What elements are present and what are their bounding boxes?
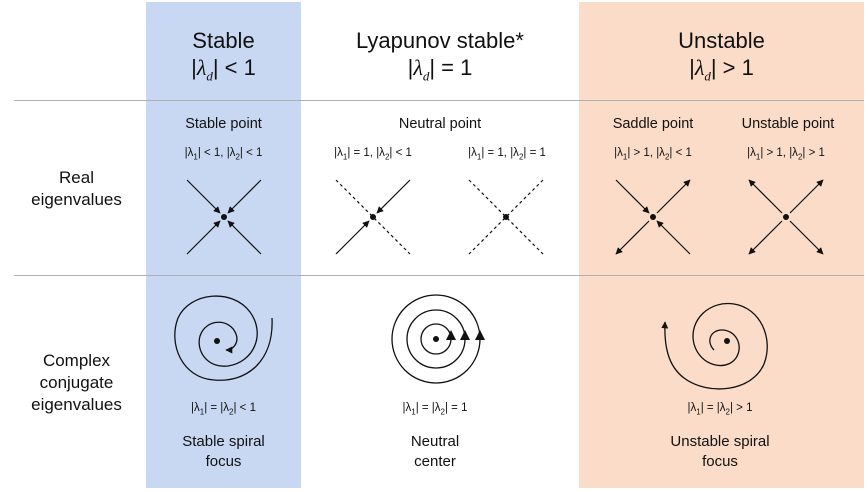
cond-neutral-a: |λ1| = 1, |λ2| < 1 <box>334 147 412 162</box>
cond-saddle-point: |λ1| > 1, |λ2| < 1 <box>614 147 692 162</box>
title-saddle-point: Saddle point <box>612 116 694 132</box>
row-divider <box>14 275 864 276</box>
stable-point-diagram <box>186 179 262 255</box>
header-lyapunov: Lyapunov stable* |λd| = 1 <box>320 27 560 89</box>
header-stable-title: Stable <box>192 28 255 53</box>
cond-stable-spiral: |λ1| = |λ2| < 1 <box>191 402 256 417</box>
title-neutral-point: Neutral point <box>398 116 482 132</box>
unstable-column-background <box>579 2 864 488</box>
cond-stable-point: |λ1| < 1, |λ2| < 1 <box>184 147 263 162</box>
unstable-spiral-diagram <box>661 302 768 390</box>
title-unstable-point: Unstable point <box>741 116 835 132</box>
cond-unstable-point: |λ1| > 1, |λ2| > 1 <box>747 147 825 162</box>
neutral-point-b-diagram <box>468 179 544 255</box>
neutral-point-a-diagram <box>335 179 411 255</box>
stable-spiral-diagram <box>174 295 273 381</box>
header-unstable: Unstable |λd| > 1 <box>579 27 864 89</box>
cond-unstable-spiral: |λ1| = |λ2| > 1 <box>687 402 753 417</box>
cond-neutral-center: |λ1| = |λ2| = 1 <box>402 402 468 417</box>
header-stable: Stable |λd| < 1 <box>146 27 301 89</box>
stable-column-background <box>146 2 301 488</box>
title-stable-point: Stable point <box>185 116 262 132</box>
cond-neutral-b: |λ1| = 1, |λ2| = 1 <box>468 147 546 162</box>
header-lyapunov-title: Lyapunov stable* <box>356 28 524 53</box>
header-divider <box>14 100 864 101</box>
saddle-point-diagram <box>615 179 691 255</box>
header-unstable-title: Unstable <box>678 28 765 53</box>
header-unstable-condition: |λd| > 1 <box>689 55 754 84</box>
neutral-center-diagram <box>391 294 485 384</box>
header-stable-condition: |λd| < 1 <box>191 55 256 84</box>
header-lyapunov-condition: |λd| = 1 <box>407 55 473 84</box>
unstable-point-diagram <box>748 179 824 255</box>
